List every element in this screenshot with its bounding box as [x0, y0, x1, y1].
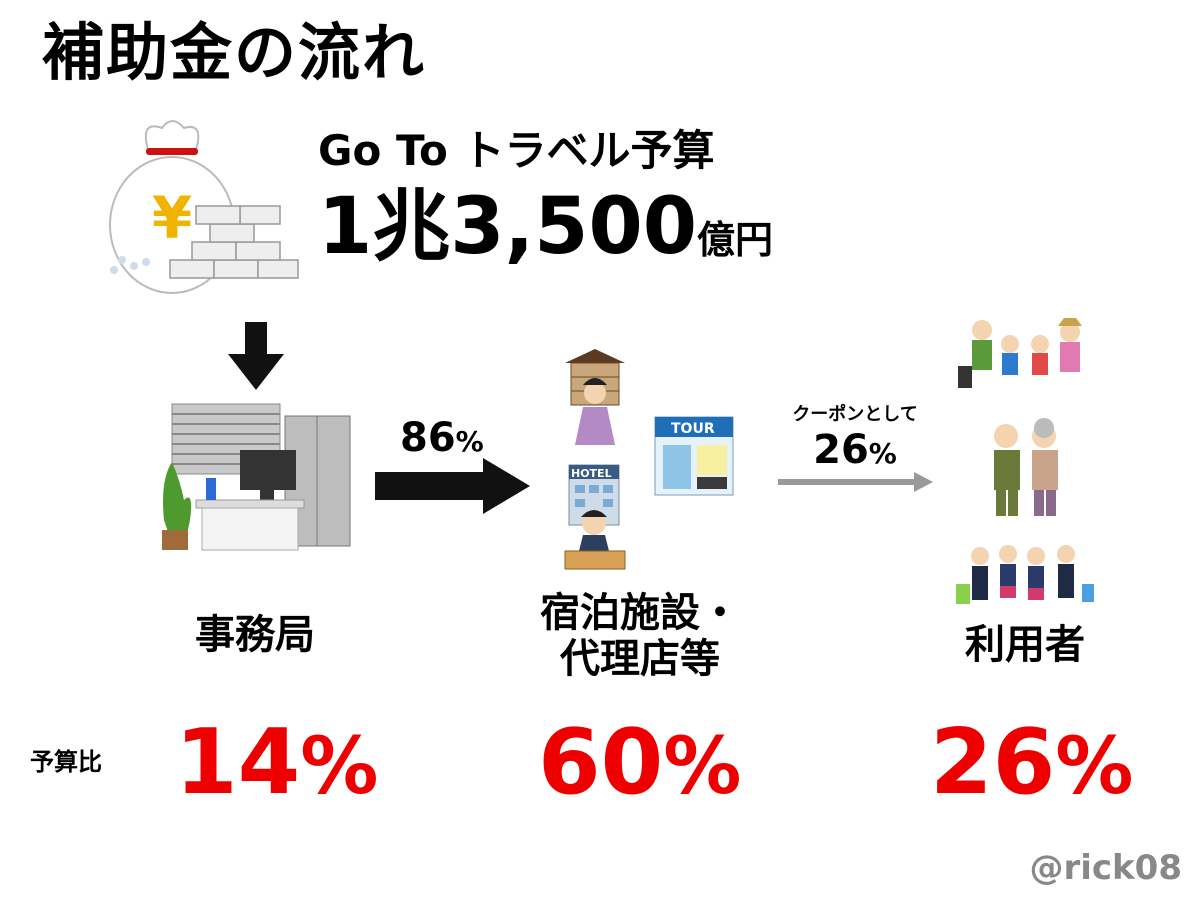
facilities-percentage: 60%: [538, 718, 741, 808]
flow1-pct-value: 86: [400, 415, 456, 461]
office-desk-icon: [162, 403, 351, 551]
flow2-note: クーポンとして: [792, 404, 918, 425]
coupon-arrow-icon: [778, 472, 933, 492]
tour-sign: TOUR: [671, 421, 715, 437]
users-percentage: 26%: [930, 718, 1133, 808]
secretariat-percentage: 14%: [175, 718, 378, 808]
author-credit: @rick08: [1029, 848, 1182, 888]
users-pct-unit: %: [1055, 722, 1134, 812]
travelers-icon: [956, 318, 1094, 604]
right-arrow-icon: [375, 458, 530, 514]
budget-amount-value: 1兆3,500: [318, 182, 697, 272]
flow2-percentage: 26%: [780, 430, 930, 470]
flow2-pct-unit: %: [868, 437, 897, 470]
facilities-pct-unit: %: [663, 722, 742, 812]
budget-amount-unit: 億円: [697, 218, 774, 262]
lodging-agency-icon: TOUR HOTEL: [564, 349, 734, 570]
facilities-pct-value: 60: [538, 710, 664, 815]
budget-ratio-label: 予算比: [30, 748, 102, 776]
secretariat-pct-value: 14: [175, 710, 301, 815]
money-bag-icon: ¥: [109, 120, 299, 294]
page-title: 補助金の流れ: [42, 16, 427, 89]
yen-symbol: ¥: [152, 184, 192, 252]
flow1-pct-unit: %: [455, 425, 484, 458]
secretariat-label: 事務局: [195, 612, 315, 658]
facilities-label-line2: 代理店等: [560, 636, 720, 682]
budget-amount: 1兆3,500億円: [318, 188, 773, 266]
users-pct-value: 26: [930, 710, 1056, 815]
budget-label: Go To トラベル予算: [318, 126, 715, 175]
hotel-sign: HOTEL: [571, 467, 612, 480]
facilities-label-line1: 宿泊施設・: [540, 590, 740, 636]
users-label: 利用者: [965, 622, 1085, 668]
secretariat-pct-unit: %: [300, 722, 379, 812]
facilities-label: 宿泊施設・ 代理店等: [515, 590, 765, 682]
flow2-pct-value: 26: [813, 427, 869, 473]
flow1-percentage: 86%: [400, 418, 484, 458]
down-arrow-icon: [228, 322, 284, 390]
